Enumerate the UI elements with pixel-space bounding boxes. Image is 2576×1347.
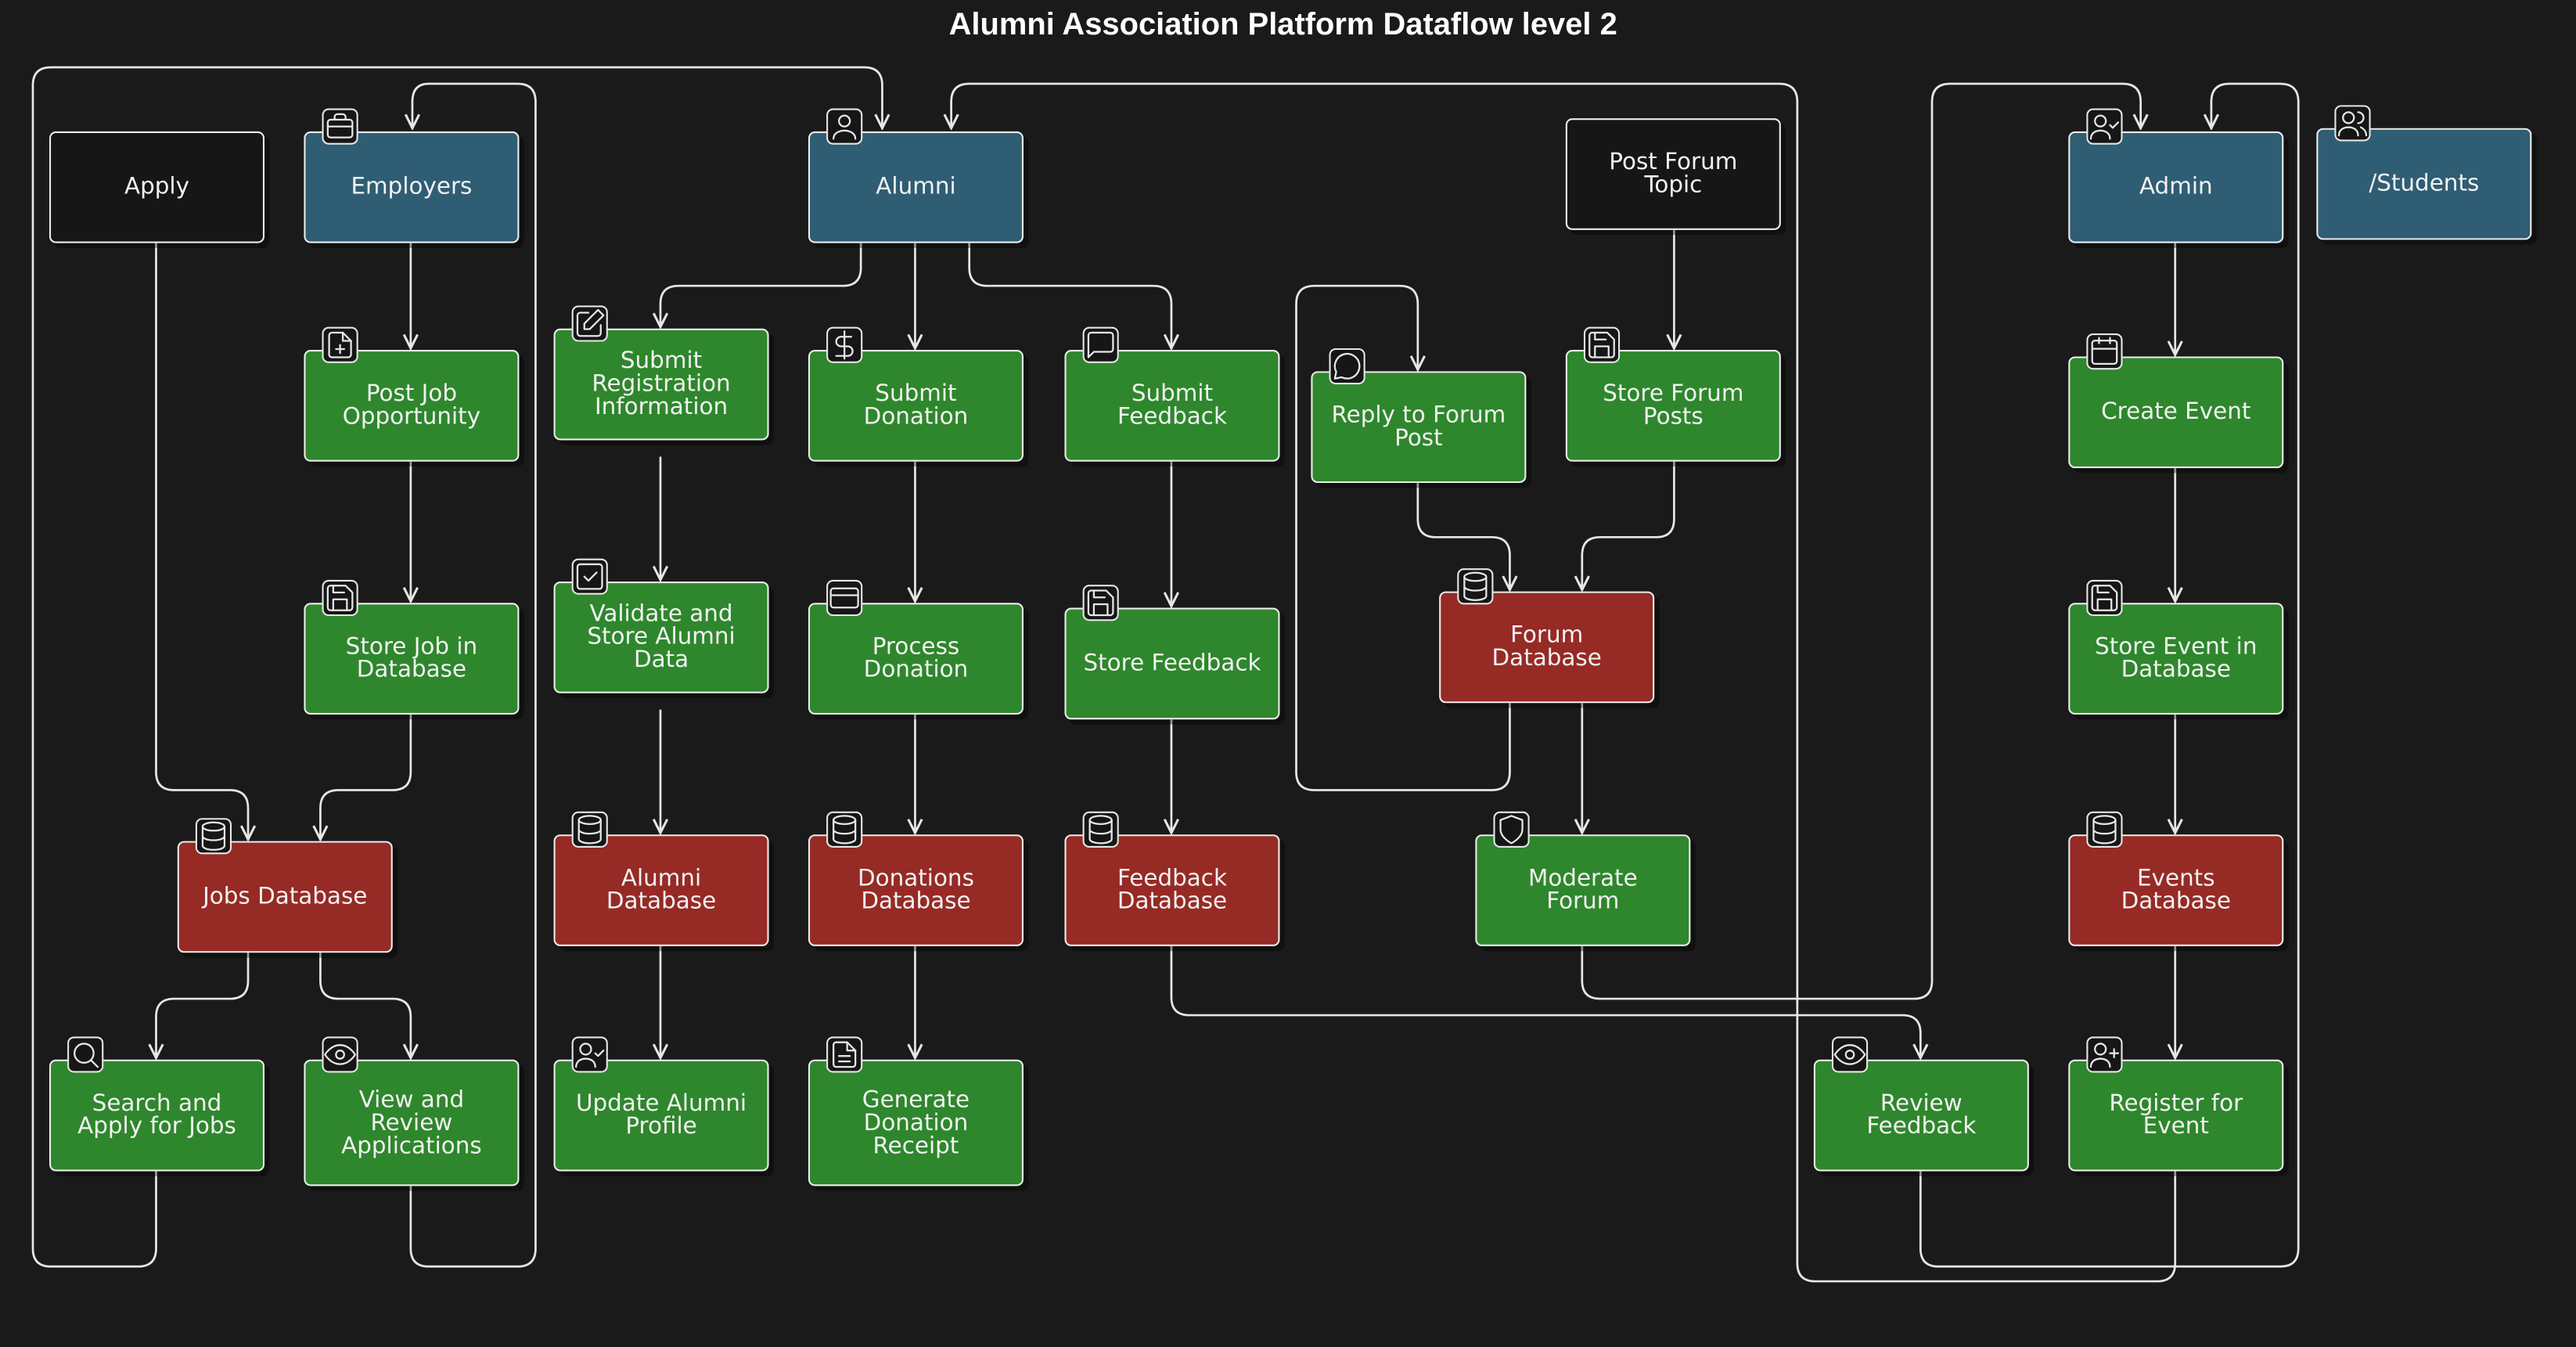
node-validate-alumni: Validate and Store Alumni Data: [553, 558, 769, 693]
user-check-icon: [2086, 108, 2123, 145]
node-store-event: Store Event in Database: [2068, 579, 2284, 715]
node-students: /Students: [2316, 105, 2532, 240]
save-icon: [1583, 326, 1621, 363]
arrow-review-to-admin: [1919, 82, 2300, 1268]
arrow-store-job-to-jobs-db: [320, 712, 412, 840]
arrow-jobs-db-to-search: [156, 951, 250, 1057]
database-icon: [2086, 811, 2123, 848]
search-icon: [67, 1036, 104, 1073]
node-reply-forum: Reply to Forum Post: [1311, 348, 1527, 484]
message-circle-icon: [1329, 348, 1365, 385]
node-store-job: Store Job in Database: [304, 579, 520, 715]
database-icon: [195, 818, 232, 855]
node-store-forum-posts: Store Forum Posts: [1565, 326, 1781, 462]
briefcase-icon: [322, 108, 358, 145]
node-search-jobs: Search and Apply for Jobs: [49, 1036, 265, 1172]
node-view-applications: View and Review Applications: [304, 1036, 520, 1187]
file-text-icon: [826, 1036, 863, 1073]
file-plus-icon: [322, 326, 358, 363]
arrow-register-to-alumni: [952, 82, 2177, 1283]
arrow-reply-to-forum-db: [1416, 483, 1510, 589]
arrow-jobs-db-to-view: [319, 951, 410, 1057]
node-process-donation: Process Donation: [808, 579, 1024, 715]
dollar-icon: [826, 326, 863, 363]
arrow-view-applications-to-employers: [411, 82, 537, 1268]
users-icon: [2334, 105, 2371, 142]
node-forum-db: Forum Database: [1439, 568, 1655, 704]
arrow-store-posts-to-forum-db: [1582, 461, 1675, 590]
node-review-feedback: Review Feedback: [1813, 1036, 2029, 1172]
arrow-feedback-db-to-review: [1170, 944, 1920, 1058]
check-square-icon: [571, 558, 608, 595]
node-submit-registration: Submit Registration Information: [553, 305, 769, 441]
node-register-event: Register for Event: [2068, 1036, 2284, 1172]
node-alumni: Alumni: [808, 108, 1024, 243]
database-icon: [1082, 811, 1119, 848]
arrow-alumni-to-registration: [660, 243, 862, 327]
node-update-profile: Update Alumni Profile: [553, 1036, 769, 1172]
node-store-feedback: Store Feedback: [1064, 585, 1280, 720]
calendar-icon: [2086, 333, 2123, 370]
node-post-forum-topic: Post Forum Topic: [1565, 118, 1781, 230]
database-icon: [1457, 568, 1494, 605]
database-icon: [826, 811, 863, 848]
shield-icon: [1493, 811, 1530, 848]
eye-icon: [322, 1036, 358, 1073]
node-post-job: Post Job Opportunity: [304, 326, 520, 462]
user-plus-icon: [2086, 1036, 2123, 1073]
arrow-forum-db-to-reply: [1295, 284, 1511, 791]
node-create-event: Create Event: [2068, 333, 2284, 469]
node-events-db: Events Database: [2068, 811, 2284, 946]
arrow-alumni-to-feedback: [968, 243, 1171, 348]
credit-card-icon: [826, 579, 863, 617]
arrow-apply-to-jobs-db: [155, 243, 248, 840]
node-submit-feedback: Submit Feedback: [1064, 326, 1280, 462]
message-square-icon: [1082, 326, 1119, 363]
node-jobs-db: Jobs Database: [177, 818, 393, 953]
node-generate-receipt: Generate Donation Receipt: [808, 1036, 1024, 1187]
node-apply: Apply: [49, 131, 265, 243]
node-submit-donation: Submit Donation: [808, 326, 1024, 462]
save-icon: [322, 579, 358, 617]
user-icon: [826, 108, 863, 145]
save-icon: [1082, 585, 1119, 621]
save-icon: [2086, 579, 2123, 617]
arrow-moderate-to-admin: [1581, 82, 2141, 1000]
node-donations-db: Donations Database: [808, 811, 1024, 946]
node-alumni-db: Alumni Database: [553, 811, 769, 946]
node-employers: Employers: [304, 108, 520, 243]
diagram-title: Alumni Association Platform Dataflow lev…: [948, 8, 1617, 43]
arrow-search-jobs-to-alumni: [31, 66, 882, 1268]
user-check-icon: [571, 1036, 608, 1073]
database-icon: [571, 811, 608, 848]
edit-icon: [571, 305, 608, 342]
eye-icon: [1831, 1036, 1869, 1073]
node-moderate-forum: Moderate Forum: [1475, 811, 1691, 946]
node-admin: Admin: [2068, 108, 2284, 243]
node-feedback-db: Feedback Database: [1064, 811, 1280, 946]
